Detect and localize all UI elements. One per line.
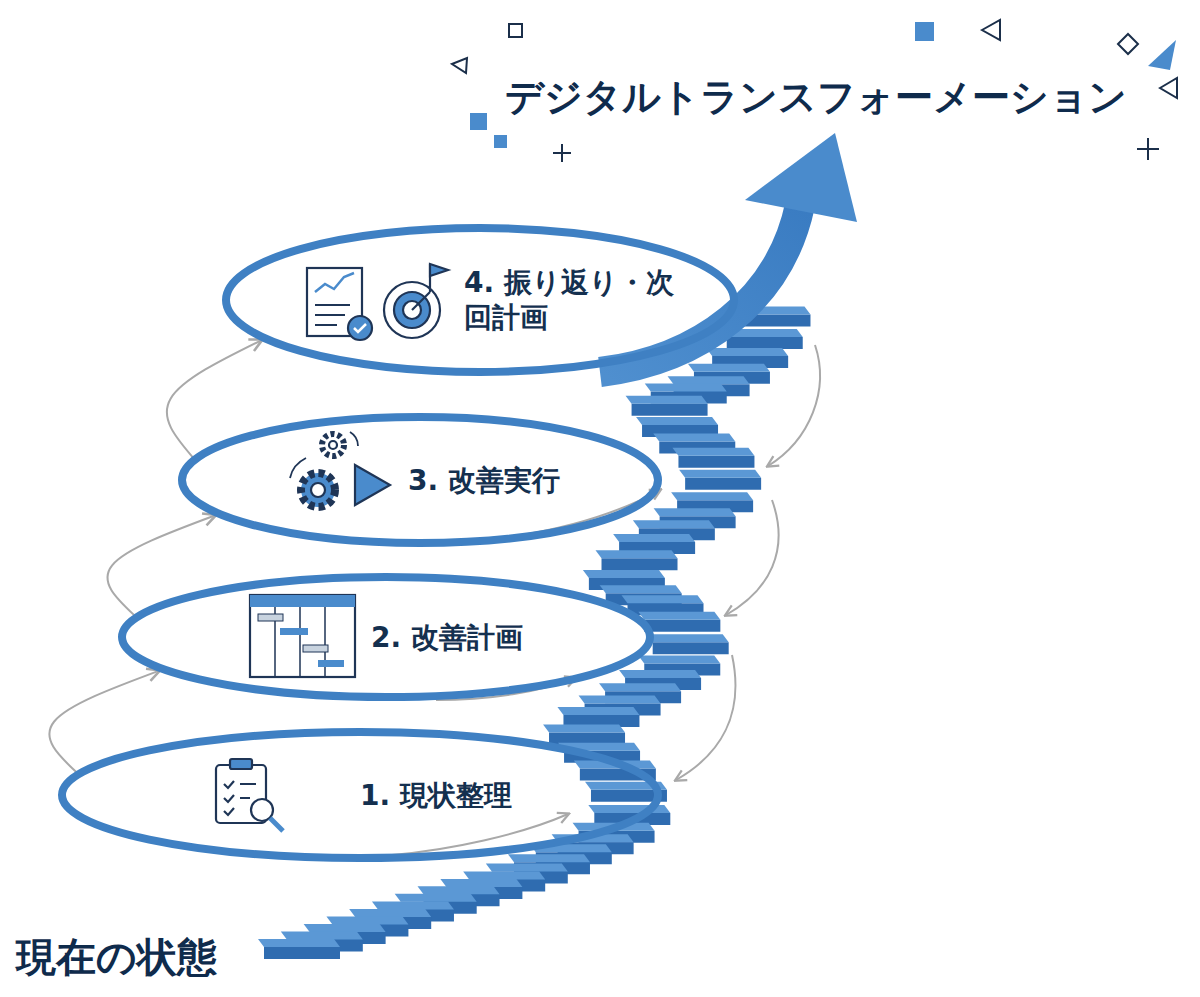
stair-tread <box>668 376 750 384</box>
stair-tread <box>688 364 770 372</box>
stair-riser <box>602 558 678 570</box>
stair-tread <box>647 634 729 642</box>
stair-tread <box>633 520 715 528</box>
stair-riser <box>644 620 720 632</box>
clipboard-icon <box>216 759 283 831</box>
stair-tread <box>372 901 454 909</box>
stair-tread <box>672 448 754 456</box>
stair-tread <box>638 612 720 620</box>
stair-tread <box>706 348 788 356</box>
stair-tread <box>596 550 678 558</box>
stair-tread <box>583 570 665 578</box>
stair-riser <box>264 947 340 959</box>
stair-tread <box>679 470 761 478</box>
stair-tread <box>258 939 340 947</box>
stair-tread <box>326 917 408 925</box>
decoration <box>470 22 1176 148</box>
stair-tread <box>600 585 682 593</box>
stair-tread <box>543 725 625 733</box>
stair-tread <box>613 534 695 542</box>
loop-ellipse <box>122 577 650 697</box>
stair-tread <box>626 396 708 404</box>
stair-tread <box>349 909 431 917</box>
stair-tread <box>636 417 718 425</box>
stair-tread <box>440 879 522 887</box>
cycle-connector <box>49 671 158 772</box>
growth-arrow-head <box>745 133 857 222</box>
stair-tread <box>599 683 681 691</box>
gantt-icon <box>250 595 355 677</box>
stair-tread <box>619 670 701 678</box>
stair-tread <box>463 872 545 880</box>
report-target-icon <box>307 264 448 340</box>
step-label: 1. 現状整理 <box>360 778 512 813</box>
stair-tread <box>304 924 386 932</box>
stair-riser <box>678 456 754 468</box>
stair-tread <box>508 854 590 862</box>
cycle-loop: 2. 改善計画 <box>118 573 654 701</box>
stair-tread <box>638 656 720 664</box>
loop-ellipse <box>226 228 734 372</box>
stair-tread <box>486 863 568 871</box>
stair-tread <box>557 707 639 715</box>
loop-outline <box>222 224 738 376</box>
stair-tread <box>622 595 704 603</box>
cycle-connector <box>107 516 214 616</box>
stair-riser <box>653 642 729 654</box>
stair-tread <box>671 492 753 500</box>
title: デジタルトランスフォーメーション <box>505 72 1127 123</box>
stair-riser <box>727 337 803 349</box>
stair-tread <box>418 886 500 894</box>
start-label: 現在の状態 <box>16 930 217 985</box>
decoration <box>452 20 1177 162</box>
stair-tread <box>654 508 736 516</box>
gears-icon <box>290 432 390 507</box>
stair-tread <box>579 696 661 704</box>
loop-ellipse <box>182 417 658 543</box>
stair-riser <box>549 733 625 745</box>
cycle-loop: 4. 振り返り・次回計画 <box>222 224 738 376</box>
stair-riser <box>685 478 761 490</box>
cycle-loop: 3. 改善実行 <box>178 413 662 547</box>
step-label: 4. 振り返り・次回計画 <box>464 265 696 335</box>
stair-tread <box>653 433 735 441</box>
stair-tread <box>281 932 363 940</box>
step-label: 2. 改善計画 <box>371 620 523 655</box>
step-label: 3. 改善実行 <box>408 463 560 498</box>
stair-riser <box>632 404 708 416</box>
cycle-loop: 1. 現状整理 <box>58 728 662 862</box>
stair-tread <box>395 894 477 902</box>
stair-tread <box>645 383 727 391</box>
loop-ellipse <box>62 732 658 858</box>
